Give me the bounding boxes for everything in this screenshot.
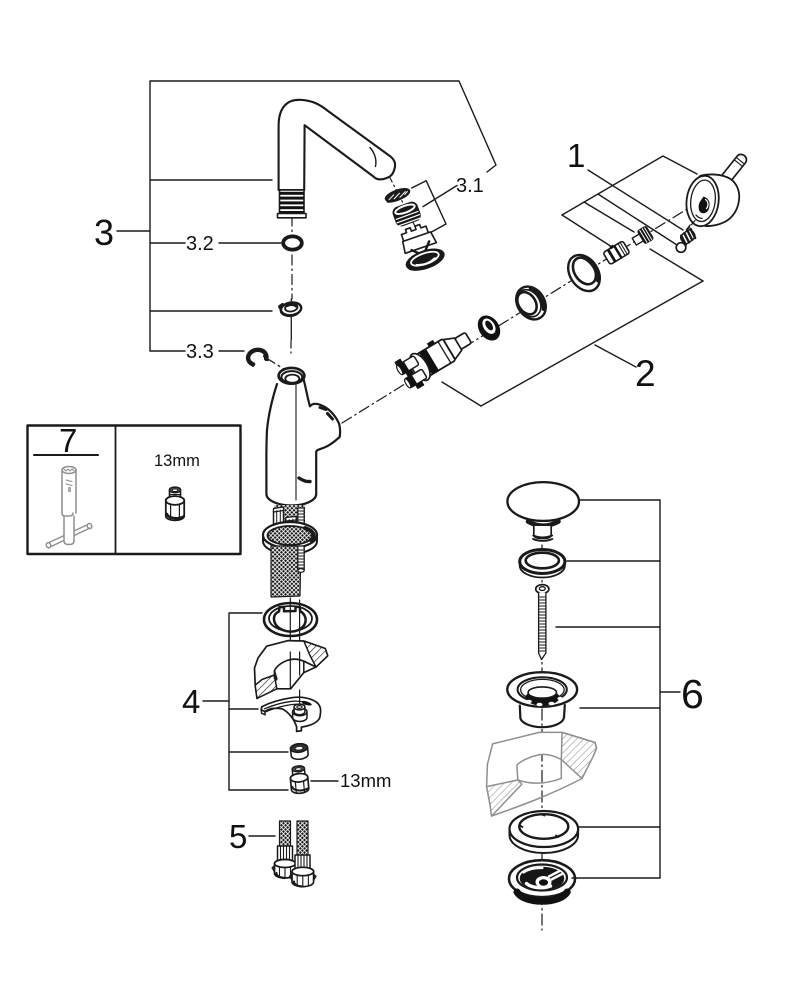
svg-text:6: 6 (681, 671, 704, 717)
svg-text:7: 7 (59, 422, 77, 459)
svg-text:2: 2 (635, 353, 656, 394)
svg-text:3.2: 3.2 (186, 233, 214, 255)
svg-text:3.1: 3.1 (456, 175, 484, 197)
svg-text:13mm: 13mm (340, 770, 391, 791)
svg-text:3: 3 (94, 212, 114, 253)
svg-text:5: 5 (229, 818, 247, 855)
svg-text:3.3: 3.3 (186, 341, 214, 363)
svg-text:1: 1 (567, 137, 585, 174)
svg-text:13mm: 13mm (154, 452, 200, 470)
svg-text:4: 4 (182, 683, 200, 720)
